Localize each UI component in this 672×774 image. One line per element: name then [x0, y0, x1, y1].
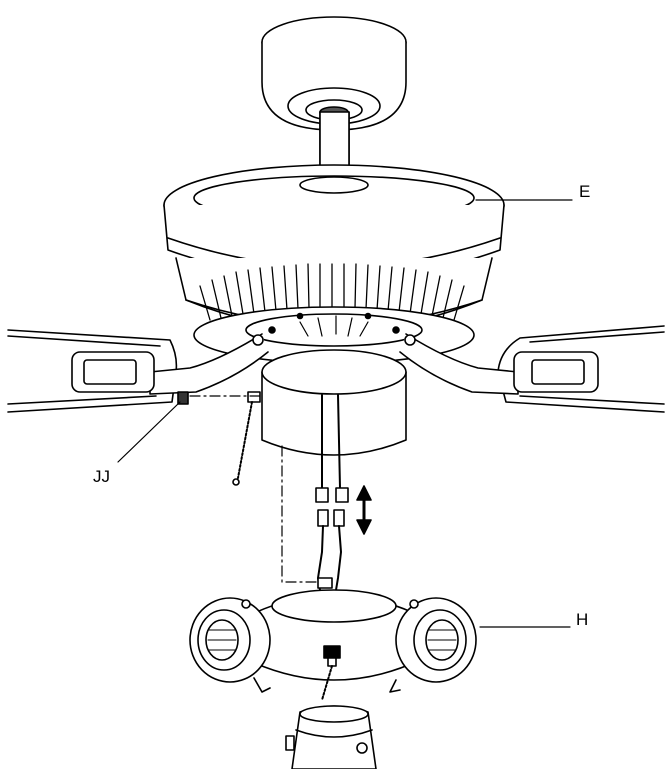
alignment-guide — [189, 395, 323, 583]
connect-arrow-icon — [356, 485, 372, 535]
motor-wires — [315, 394, 349, 503]
callout-h-light-kit: H — [576, 610, 589, 629]
callout-jj-screw: JJ — [93, 467, 110, 486]
blade-iron-right — [399, 333, 599, 395]
leader-line-jj — [117, 401, 181, 463]
light-kit — [189, 577, 477, 770]
pull-chain-left — [232, 391, 261, 486]
blade-iron-left — [71, 333, 269, 395]
callout-e-motor-housing: E — [579, 182, 591, 201]
leader-lines — [117, 199, 573, 628]
screw-jj — [177, 391, 189, 405]
switch-housing — [261, 349, 407, 456]
motor-housing — [163, 164, 505, 364]
